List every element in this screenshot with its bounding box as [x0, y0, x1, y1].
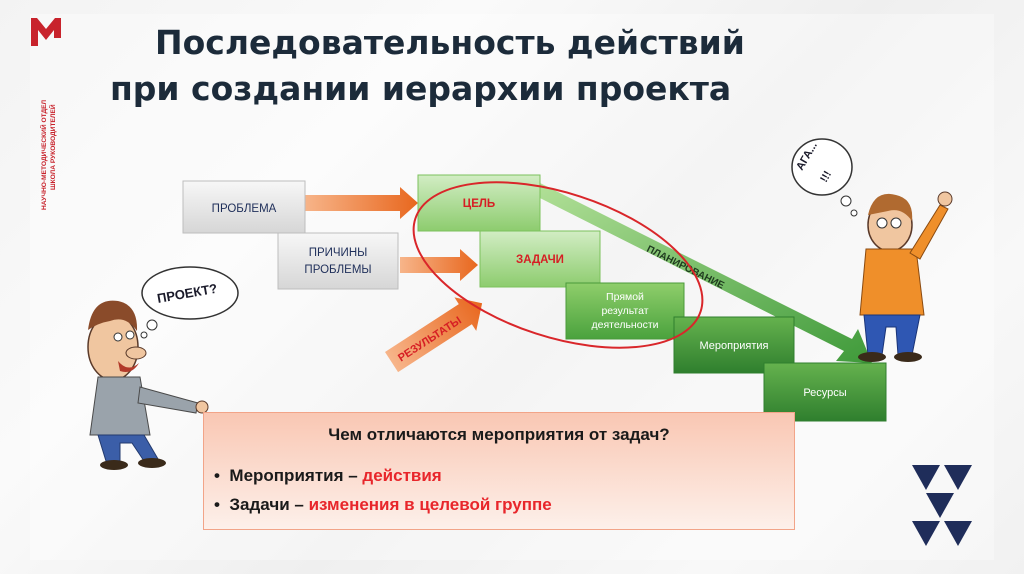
- focus-oval: [412, 181, 704, 349]
- item2-term: Задачи: [229, 495, 290, 514]
- callout-item-activities: • Мероприятия – действия: [214, 466, 442, 486]
- item1-dash: –: [343, 466, 363, 485]
- thought-bubble-right: АГА... !!!: [791, 138, 858, 217]
- activities-label: Мероприятия: [700, 340, 769, 352]
- organization-vertical-text: НАУЧНО-МЕТОДИЧЕСКИЙ ОТДЕЛ ШКОЛА РУКОВОДИ…: [39, 99, 57, 210]
- causes-label-line2: ПРОБЛЕМЫ: [304, 264, 371, 276]
- item2-dash: –: [289, 495, 309, 514]
- item2-definition: изменения в целевой группе: [308, 495, 552, 514]
- org-text-line1: НАУЧНО-МЕТОДИЧЕСКИЙ ОТДЕЛ: [39, 99, 48, 210]
- direct-result-line3: деятельности: [592, 319, 659, 331]
- bubble-right-line2: !!!: [818, 169, 834, 185]
- resources-label: Ресурсы: [803, 387, 846, 399]
- title-line-2: при создании иерархии проекта: [110, 69, 732, 108]
- callout-item-tasks: • Задачи – изменения в целевой группе: [214, 495, 552, 515]
- resources-box: [763, 362, 887, 422]
- results-arrow: РЕЗУЛЬТАТЫ: [385, 297, 483, 373]
- problem-box: [182, 180, 306, 234]
- org-text-line2: ШКОЛА РУКОВОДИТЕЛЕЙ: [48, 104, 57, 190]
- brand-logo-icon: [31, 18, 61, 46]
- enlightened-man-figure: [858, 191, 953, 362]
- callout-question: Чем отличаются мероприятия от задач?: [328, 425, 670, 444]
- page-title: Последовательность действий при создании…: [110, 20, 970, 112]
- direct-result-box: [565, 282, 685, 340]
- confused-man-figure: [87, 300, 209, 470]
- arrow-problem-to-goal: [304, 187, 418, 219]
- bullet-dot: •: [214, 495, 230, 514]
- goal-label: ЦЕЛЬ: [463, 198, 495, 210]
- causes-box: [277, 232, 399, 290]
- title-line-1: Последовательность действий: [155, 23, 745, 62]
- thought-bubble-left: ПРОЕКТ?: [140, 266, 239, 339]
- item1-term: Мероприятия: [229, 466, 344, 485]
- causes-label-line1: ПРИЧИНЫ: [309, 247, 368, 259]
- question-callout: Чем отличаются мероприятия от задач? • М…: [203, 412, 795, 530]
- direct-result-line2: результат: [601, 305, 648, 317]
- problem-label: ПРОБЛЕМА: [212, 203, 277, 215]
- goal-box: [417, 174, 541, 232]
- direct-result-line1: Прямой: [606, 291, 644, 303]
- bullet-dot: •: [214, 466, 230, 485]
- item1-definition: действия: [362, 466, 442, 485]
- tasks-box: [479, 230, 601, 288]
- arrow-causes-to-tasks: [400, 249, 478, 281]
- corner-triangles-icon: [912, 465, 972, 546]
- tasks-label: ЗАДАЧИ: [516, 254, 564, 266]
- hierarchy-diagram: ПЛАНИРОВАНИЕ РЕЗУЛЬТАТЫ ПРОБЛЕМА ПРИЧИНЫ…: [87, 138, 972, 546]
